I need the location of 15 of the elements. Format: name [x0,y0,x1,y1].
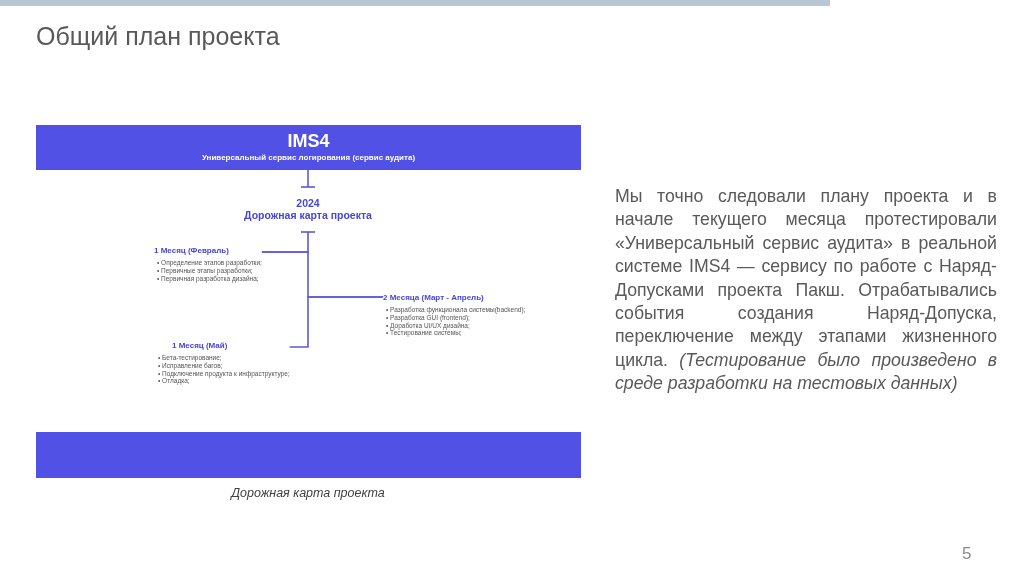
phase-heading: 1 Месяц (Май) [172,341,228,351]
body-paragraph: Мы точно следовали плану проекта и в начале текущего месяца протестировали «Универсальный сервис аудита» в реальной системе IMS4 — сервису по работе с Наряд-Допусками проекта Пакш. Отрабатывались события создания Наряд-Допуска, переключение между этапами жизненного цикла. (Тестирование было произведено в среде разработки на тестовых данных) [615,185,997,396]
footer-band [36,432,581,478]
phase-heading: 2 Месяца (Март - Апрель) [383,293,484,303]
header-band [36,125,581,170]
connector-line [300,169,316,188]
band-heading: IMS4 [287,131,330,151]
phase-heading: 1 Месяц (Февраль) [154,246,229,256]
page-number: 5 [962,544,972,564]
slide-title: Общий план проекта [36,22,280,50]
band-subtitle: Универсальный сервис логирования (сервис аудита) [201,153,416,163]
figure-caption: Дорожная карта проекта [231,486,385,501]
roadmap-heading: Дорожная карта проекта [244,209,372,221]
connector-line [288,296,384,348]
year-label: 2024 [296,197,320,209]
